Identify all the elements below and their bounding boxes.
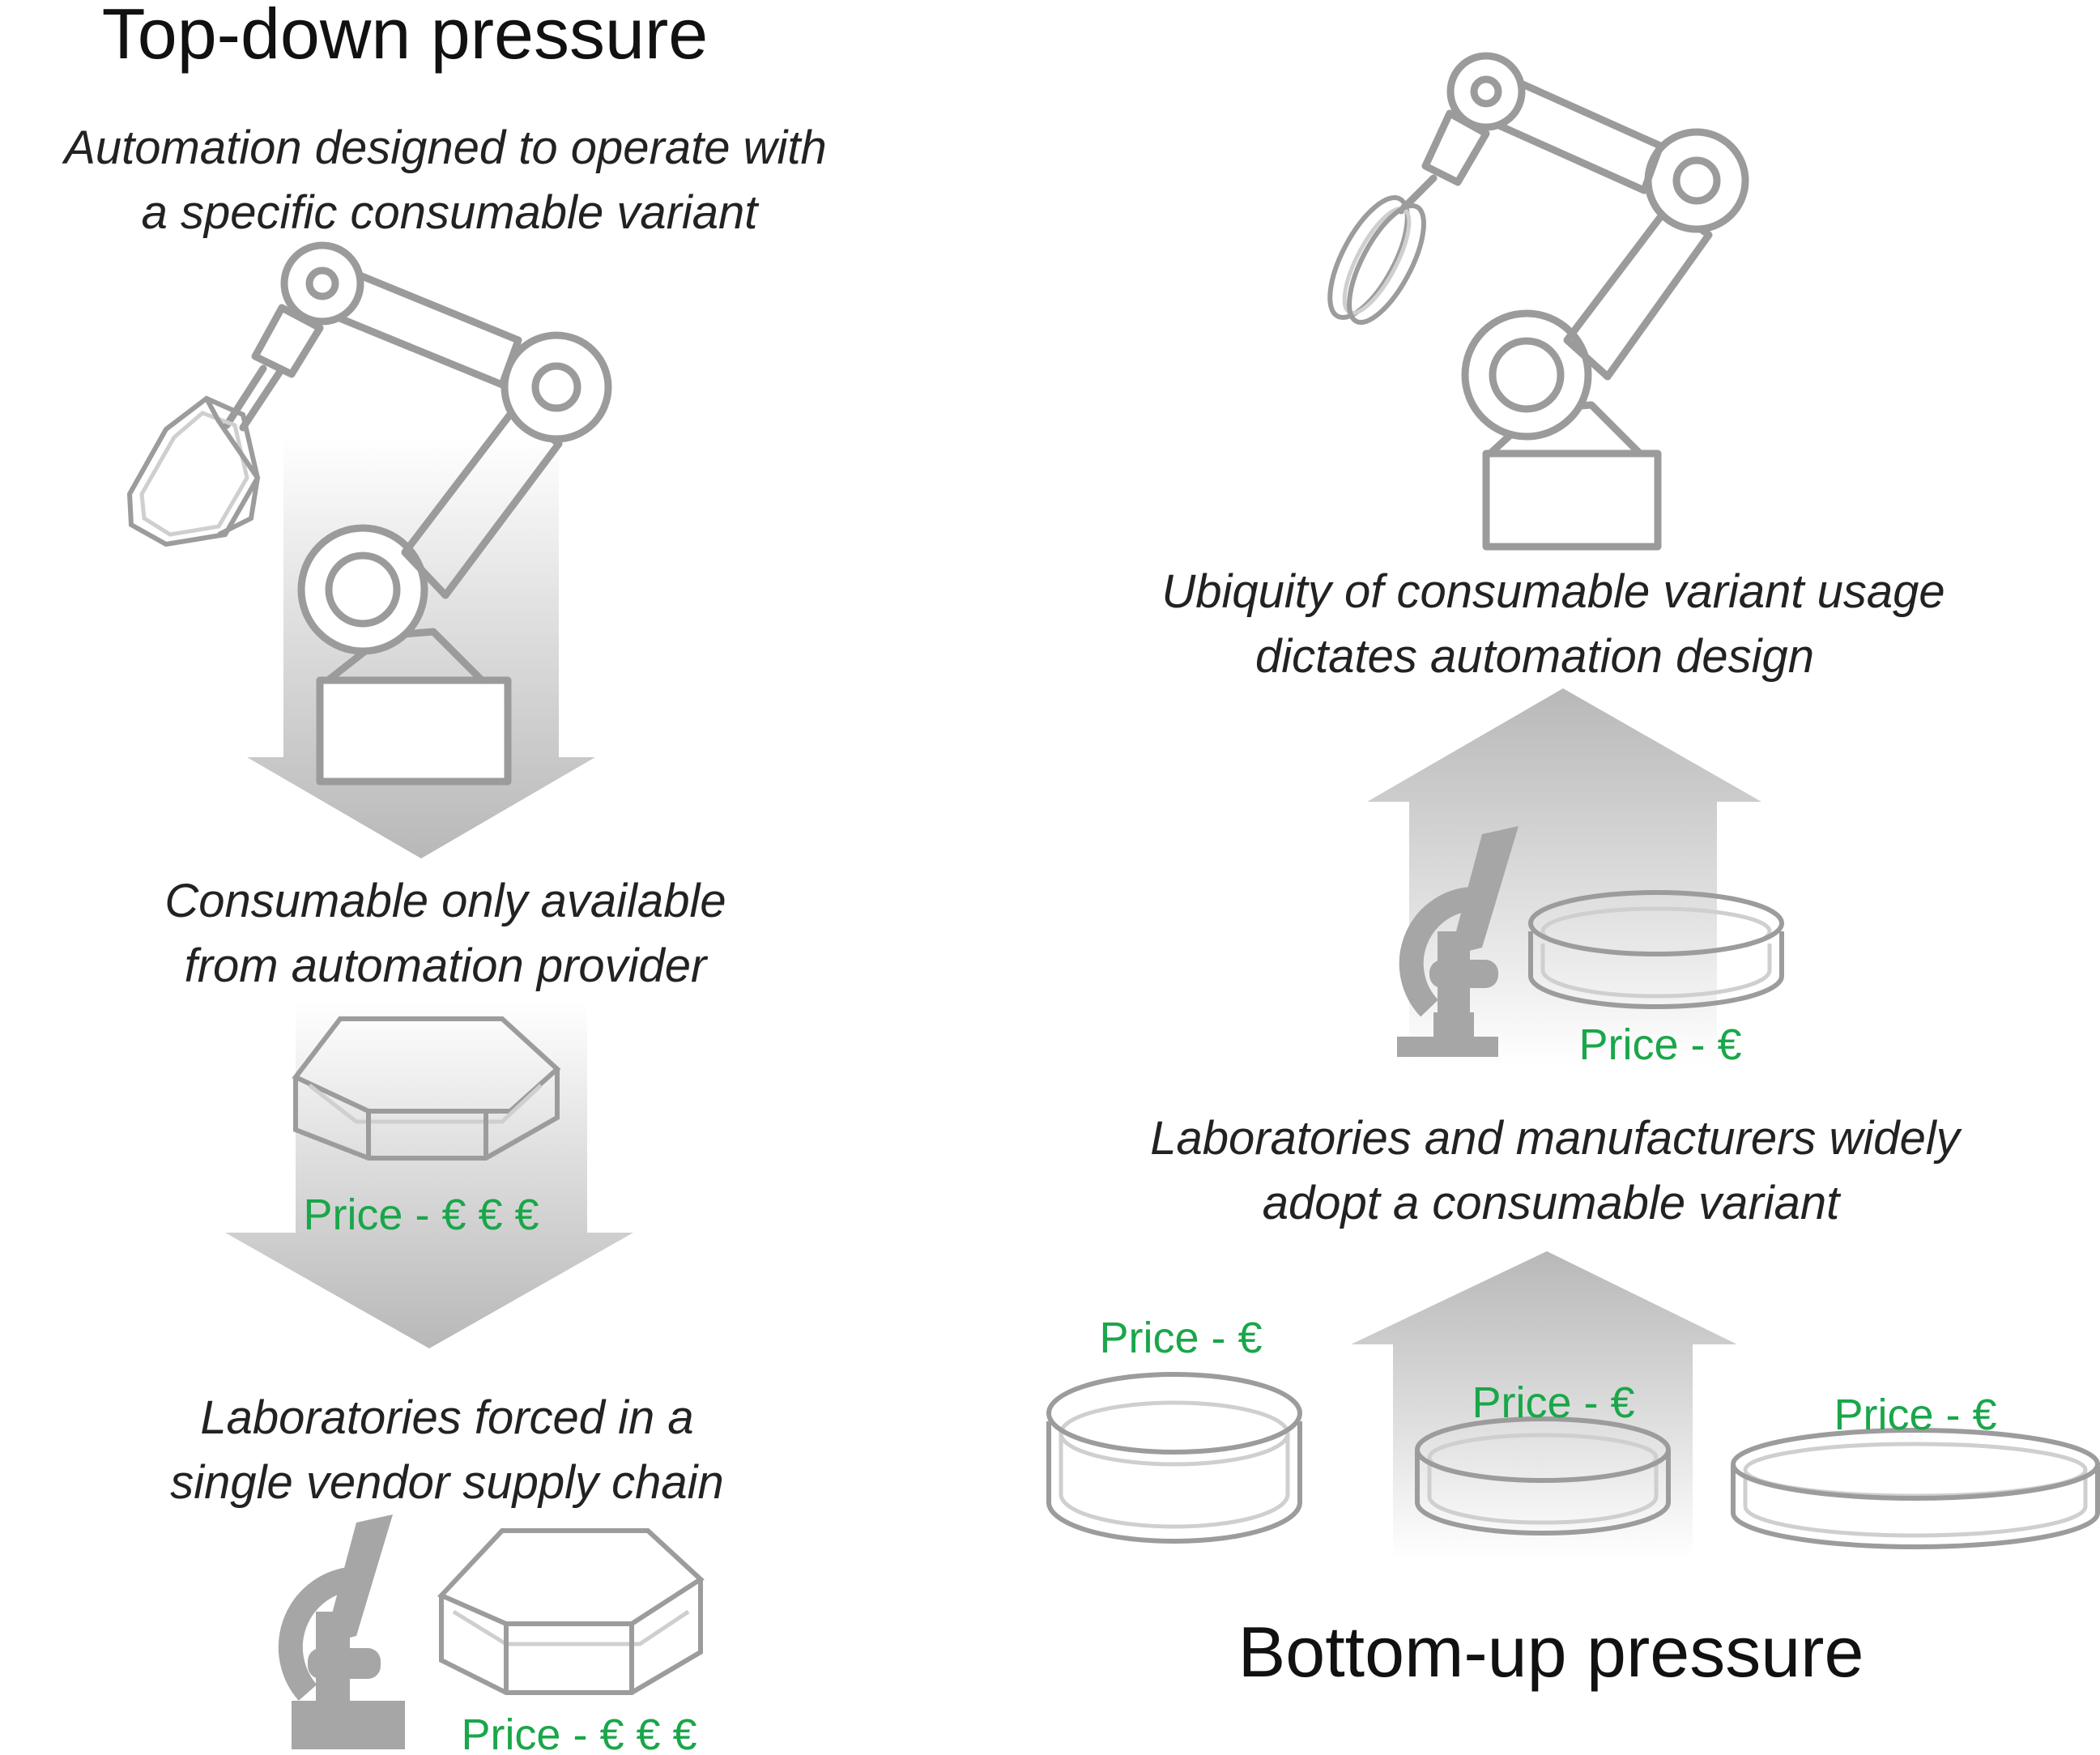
caption-laboratories-line-2: single vendor supply chain bbox=[170, 1456, 724, 1509]
microscope-icon bbox=[1397, 826, 1519, 1057]
top-down-heading: Top-down pressure bbox=[102, 0, 708, 74]
price-dish-center: Price - € bbox=[1472, 1378, 1634, 1427]
petri-dish-right-icon bbox=[1731, 1428, 2100, 1549]
up-arrow-lower bbox=[1351, 1251, 1737, 1559]
caption-automation-line-1: Automation designed to operate with bbox=[62, 121, 827, 174]
price-dish-left: Price - € bbox=[1099, 1314, 1262, 1362]
robot-arm-icon bbox=[1397, 52, 1749, 551]
caption-adopt-line-1: Laboratories and manufacturers widely bbox=[1150, 1112, 1962, 1165]
petri-dish-held-icon bbox=[1327, 195, 1426, 326]
bottom-up-heading: Bottom-up pressure bbox=[1238, 1612, 1864, 1692]
down-arrow-top bbox=[247, 437, 595, 858]
caption-ubiquity-line-1: Ubiquity of consumable variant usage bbox=[1161, 565, 1945, 618]
price-lab-right: Price - € bbox=[1578, 1020, 1741, 1069]
price-provider: Price - € € € bbox=[303, 1191, 539, 1239]
caption-adopt-line-2: adopt a consumable variant bbox=[1263, 1177, 1842, 1229]
hexagon-plate-lab-icon bbox=[437, 1528, 705, 1695]
down-arrow-bottom bbox=[225, 1003, 633, 1348]
petri-dish-center-icon bbox=[1415, 1416, 1671, 1536]
caption-consumable-line-1: Consumable only available bbox=[164, 875, 726, 927]
microscope-icon bbox=[278, 1514, 405, 1749]
robot-arm-icon bbox=[223, 241, 612, 786]
caption-laboratories-line-1: Laboratories forced in a bbox=[200, 1391, 693, 1444]
caption-automation-line-2: a specific consumable variant bbox=[142, 186, 760, 239]
hexagon-plate-provider-icon bbox=[292, 1016, 561, 1161]
hexagon-plate-held-icon bbox=[126, 395, 261, 547]
price-lab-left: Price - € € € bbox=[461, 1710, 696, 1755]
petri-dish-left-icon bbox=[1046, 1372, 1302, 1544]
caption-ubiquity-line-2: dictates automation design bbox=[1255, 630, 1814, 683]
price-dish-right: Price - € bbox=[1834, 1391, 1996, 1439]
petri-dish-upper-icon bbox=[1528, 890, 1784, 1009]
caption-consumable-line-2: from automation provider bbox=[185, 939, 709, 992]
